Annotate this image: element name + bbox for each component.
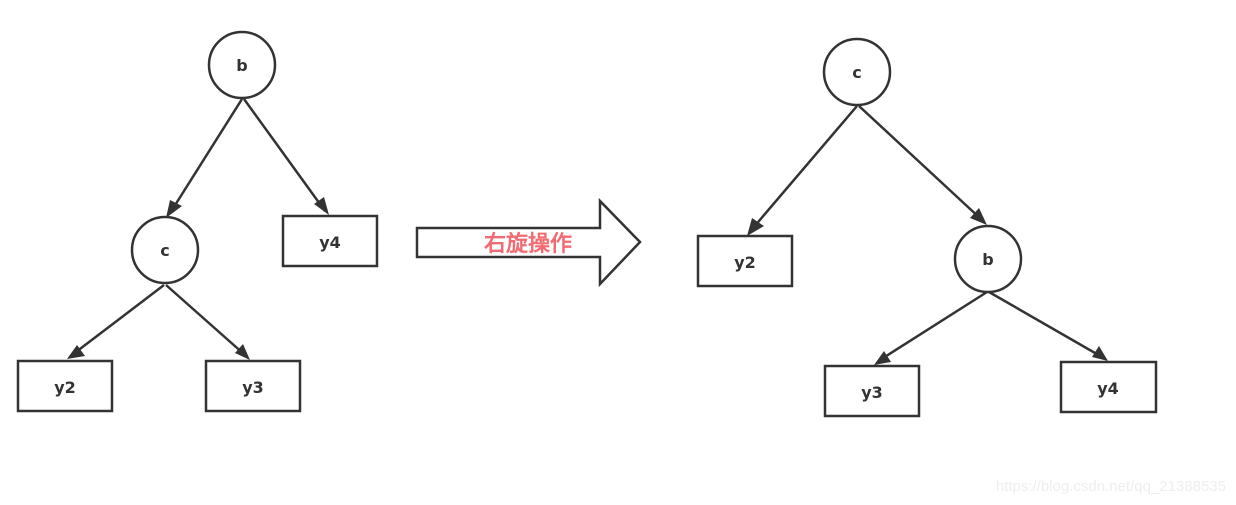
node-label: y3 [861, 383, 883, 402]
node-y3: y3 [823, 364, 921, 418]
node-label: b [982, 250, 993, 269]
arrowhead-b-y4 [314, 197, 329, 215]
arrowhead-c-b [970, 208, 987, 225]
arrowhead-b-y4 [1092, 346, 1108, 361]
node-y2: y2 [16, 359, 114, 413]
node-label: c [160, 241, 169, 260]
rotation-arrow: 右旋操作 [415, 197, 642, 288]
node-label: y2 [734, 253, 756, 272]
node-label: y4 [319, 233, 341, 252]
node-y4: y4 [1059, 360, 1158, 414]
node-label: y4 [1097, 379, 1119, 398]
node-label: y2 [54, 378, 76, 397]
node-label: y3 [242, 378, 264, 397]
node-y3: y3 [204, 359, 302, 413]
edge-b-y4 [988, 290, 1103, 359]
edge-b-y4 [242, 98, 327, 212]
arrowhead-b-y3 [874, 351, 891, 365]
edge-c-y2 [71, 284, 165, 356]
node-b: b [953, 224, 1023, 294]
arrowhead-b-c [166, 200, 182, 218]
node-b: b [207, 30, 277, 100]
after-tree: c y2 b y3 y4 [696, 37, 1158, 418]
node-label: b [236, 56, 247, 75]
node-y4: y4 [281, 214, 379, 268]
operation-label: 右旋操作 [484, 231, 572, 257]
right-arrow-shape [415, 197, 642, 288]
arrowhead-c-y2 [747, 218, 764, 236]
arrowhead-c-y3 [235, 344, 250, 360]
before-tree: b c y4 y2 y3 [16, 30, 379, 413]
node-c: c [130, 215, 200, 285]
edge-c-y2 [752, 105, 858, 229]
node-y2: y2 [696, 234, 794, 288]
arrowhead-c-y2 [67, 345, 85, 359]
edge-c-y3 [165, 284, 246, 356]
edge-b-y3 [879, 290, 988, 362]
node-c: c [822, 37, 892, 107]
node-label: c [852, 63, 861, 82]
edge-b-c [170, 98, 244, 211]
edge-c-b [858, 105, 983, 221]
watermark: https://blog.csdn.net/qq_21388535 [995, 478, 1226, 495]
